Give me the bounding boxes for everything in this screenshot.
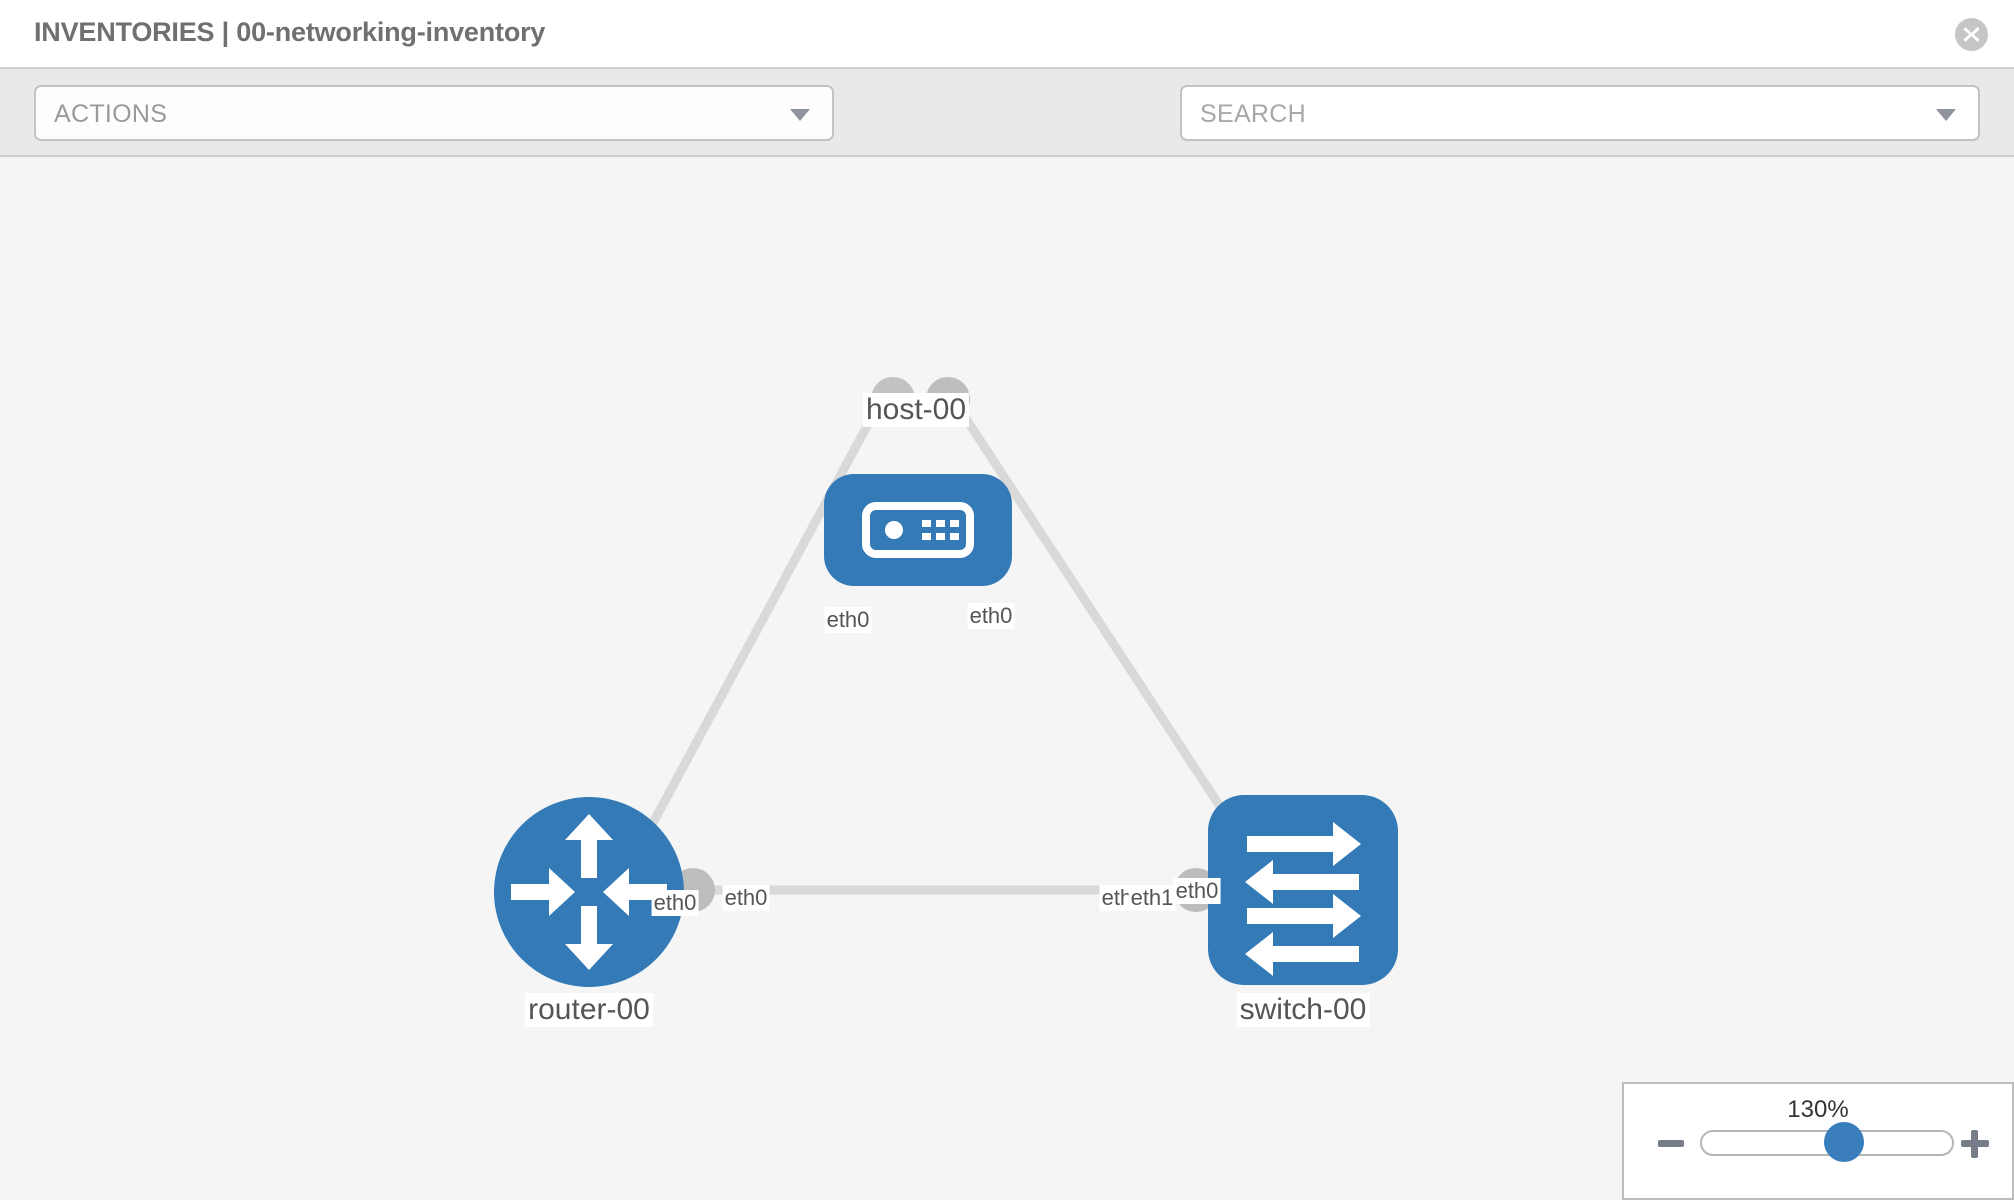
iface-label-router00-to-host00: eth0 bbox=[651, 890, 699, 916]
page-title: INVENTORIES | 00-networking-inventory bbox=[34, 17, 546, 47]
iface-label-switch00-eth1-trunk: eth1 bbox=[1128, 885, 1176, 911]
zoom-control-panel: 130% bbox=[1622, 1082, 2014, 1200]
minus-icon[interactable] bbox=[1656, 1128, 1686, 1158]
search-input[interactable]: SEARCH bbox=[1180, 85, 1980, 141]
topology-canvas[interactable]: host-00 router-00 switch-00 eth0 eth0 et… bbox=[0, 157, 2014, 1200]
node-label-router-00: router-00 bbox=[525, 993, 653, 1027]
zoom-slider-thumb[interactable] bbox=[1824, 1122, 1864, 1162]
plus-icon[interactable] bbox=[1960, 1128, 1990, 1158]
zoom-level-value: 130% bbox=[1787, 1096, 1849, 1123]
iface-label-switch00-to-host00: eth0 bbox=[1173, 878, 1221, 904]
close-icon[interactable] bbox=[1955, 18, 1988, 51]
iface-label-router00-eth0-trunk: eth0 bbox=[722, 885, 770, 911]
node-label-switch-00: switch-00 bbox=[1236, 993, 1370, 1027]
search-placeholder: SEARCH bbox=[1200, 100, 1306, 128]
edge-host00-switch00 bbox=[951, 399, 1244, 840]
chevron-down-icon bbox=[1936, 109, 1956, 121]
node-label-host-00: host-00 bbox=[862, 393, 970, 427]
node-switch-00 bbox=[1208, 795, 1398, 985]
node-router-00 bbox=[494, 797, 684, 987]
edge-host00-router00 bbox=[636, 399, 884, 850]
iface-label-host00-to-router00: eth0 bbox=[824, 607, 872, 633]
node-host-00 bbox=[824, 474, 1012, 586]
topology-graph bbox=[494, 377, 1398, 987]
page-header: INVENTORIES | 00-networking-inventory bbox=[0, 0, 2014, 69]
actions-dropdown-label: ACTIONS bbox=[54, 100, 168, 128]
chevron-down-icon bbox=[790, 109, 810, 121]
toolbar: ACTIONS SEARCH bbox=[0, 69, 2014, 207]
topology-connectors bbox=[671, 377, 1256, 912]
actions-dropdown[interactable]: ACTIONS bbox=[34, 85, 834, 141]
iface-label-host00-to-switch00: eth0 bbox=[967, 603, 1015, 629]
